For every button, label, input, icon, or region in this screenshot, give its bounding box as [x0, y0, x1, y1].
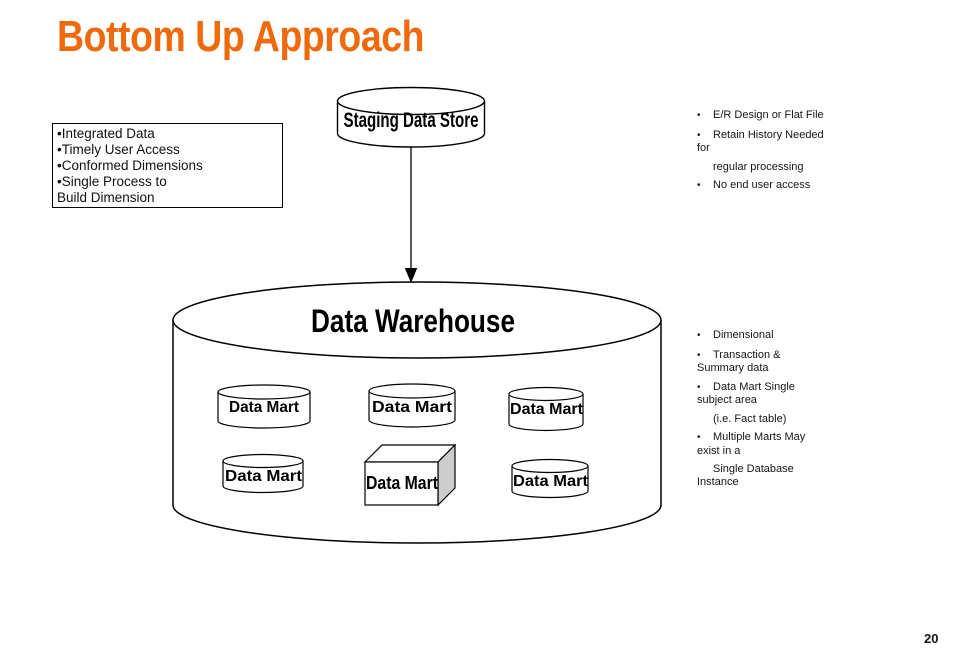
- note-line: exist in a: [697, 444, 741, 457]
- note-line: •Multiple Marts May: [697, 431, 806, 443]
- bullet-icon: •: [697, 432, 701, 443]
- note-line: •Transaction &: [697, 348, 781, 361]
- note-line: Instance: [697, 475, 739, 488]
- note-line: •No end user access: [697, 179, 811, 191]
- note-line: •Timely User Access: [57, 142, 180, 158]
- data-mart-cylinder: [217, 384, 311, 429]
- data-mart-cylinder: [368, 383, 456, 428]
- data-mart-label: Data Mart: [372, 399, 452, 416]
- note-line: •Conformed Dimensions: [57, 158, 203, 174]
- note-line: subject area: [697, 394, 757, 406]
- data-mart-label: Data Mart: [366, 473, 438, 493]
- data-mart-cube: [363, 443, 457, 507]
- warehouse-label: Data Warehouse: [311, 303, 515, 339]
- staging-cylinder: [336, 86, 486, 148]
- right-note-top: •E/R Design or Flat File •Retain History…: [697, 109, 887, 193]
- bullet-icon: •: [697, 381, 701, 393]
- note-line: Single Database: [713, 463, 794, 475]
- note-line: Summary data: [697, 362, 769, 374]
- data-mart-label: Data Mart: [229, 399, 299, 416]
- bullet-icon: •: [697, 330, 701, 341]
- note-line: •Single Process to: [57, 174, 167, 190]
- flow-arrow-icon: [404, 147, 418, 283]
- note-line: (i.e. Fact table): [713, 412, 787, 425]
- page-title: Bottom Up Approach: [57, 12, 489, 62]
- bullet-icon: •: [697, 180, 701, 191]
- note-line: •E/R Design or Flat File: [697, 109, 824, 121]
- right-note-mid: •Dimensional •Transaction & Summary data…: [697, 329, 887, 488]
- note-line: regular processing: [713, 160, 804, 173]
- note-line: •Retain History Needed: [697, 128, 824, 141]
- data-mart-cylinder: [222, 453, 304, 494]
- left-note-box: •Integrated Data •Timely User Access •Co…: [52, 123, 283, 208]
- data-mart-label: Data Mart: [225, 468, 302, 485]
- data-mart-label: Data Mart: [513, 473, 588, 490]
- data-mart-label: Data Mart: [510, 401, 583, 418]
- page-number: 20: [924, 631, 939, 646]
- staging-label: Staging Data Store: [344, 109, 479, 132]
- page-title-text: Bottom Up Approach: [57, 12, 425, 61]
- note-line: for: [697, 142, 710, 154]
- data-mart-cylinder: [508, 386, 584, 432]
- data-mart-cylinder: [511, 458, 589, 499]
- bullet-icon: •: [697, 349, 701, 361]
- note-line: •Data Mart Single: [697, 380, 795, 393]
- note-line: Build Dimension: [57, 190, 155, 206]
- note-line: •Dimensional: [697, 329, 774, 341]
- bullet-icon: •: [697, 129, 701, 141]
- bullet-icon: •: [697, 110, 701, 121]
- note-line: •Integrated Data: [57, 126, 155, 141]
